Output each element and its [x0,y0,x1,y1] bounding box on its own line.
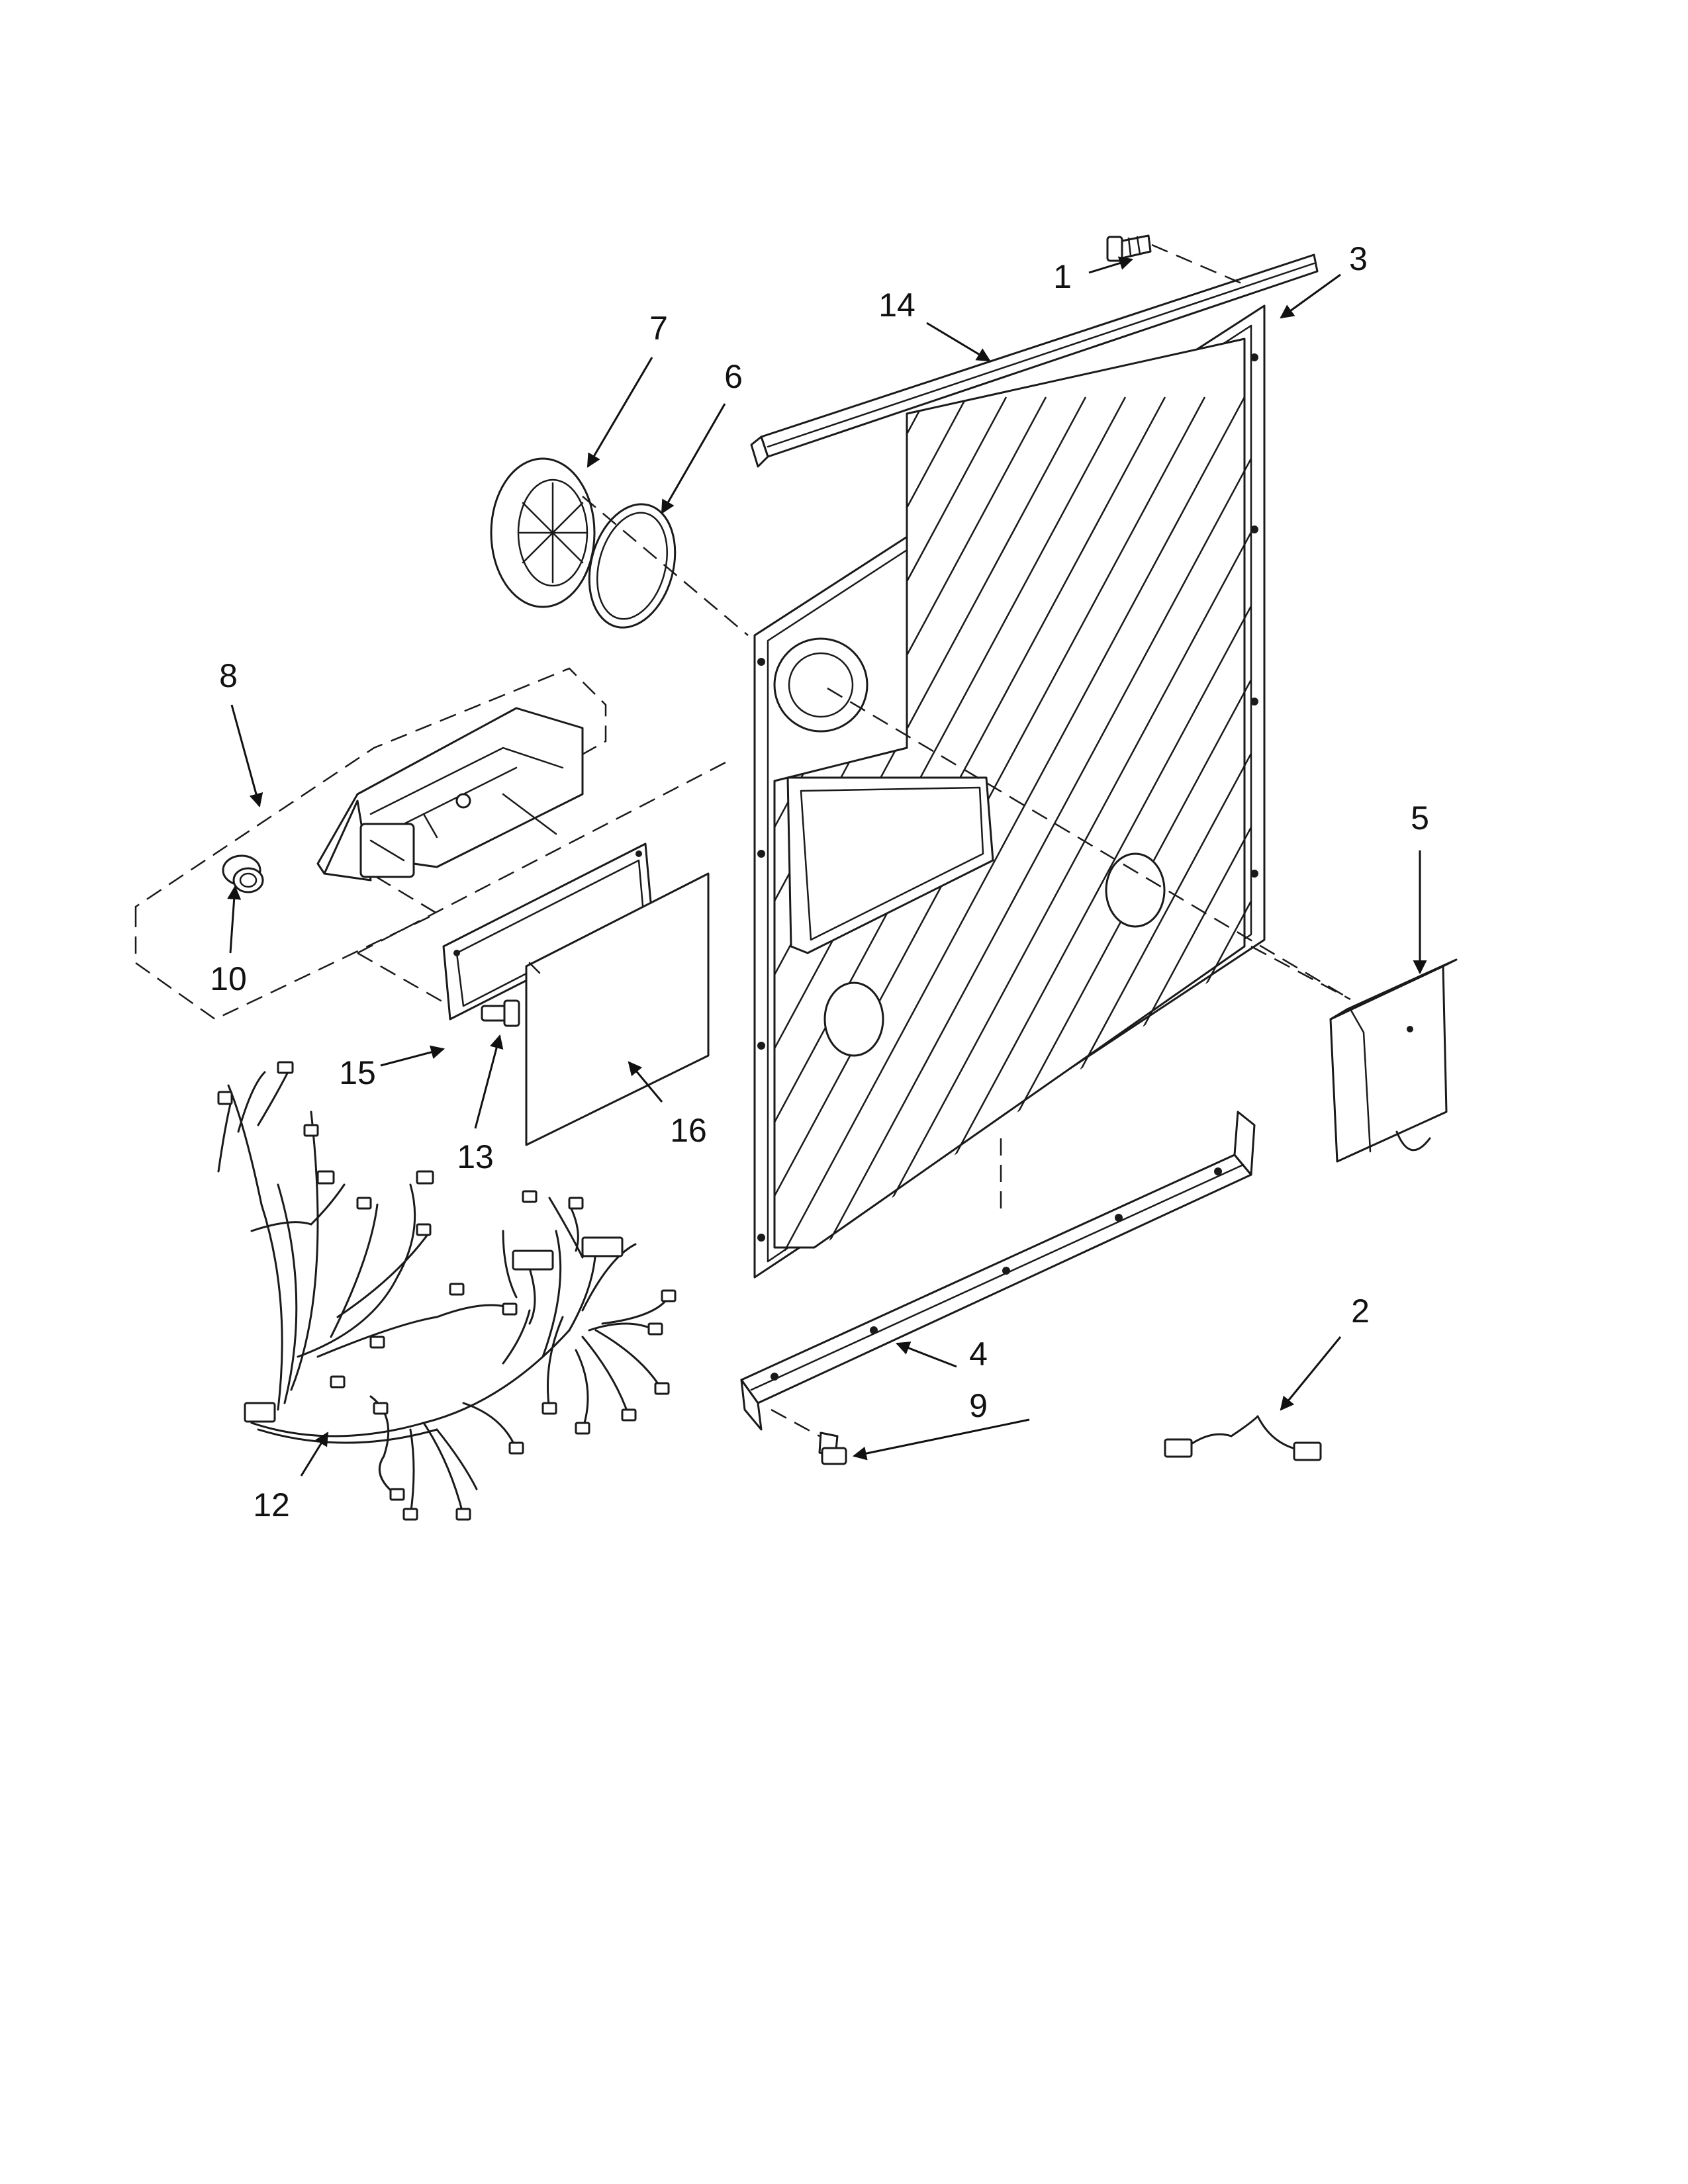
callout-7: 7 [649,310,668,347]
vent-7 [490,457,596,608]
wire-harness-12 [217,1061,677,1521]
housing-5 [1250,945,1458,1163]
callout-2: 2 [1351,1293,1370,1330]
callout-16: 16 [670,1112,707,1149]
callout-12: 12 [253,1486,290,1524]
callout-6: 6 [724,358,743,395]
gasket-ring-6 [588,503,677,629]
wire-jumper-2 [1164,1415,1322,1461]
screw-9 [771,1408,847,1465]
callout-8: 8 [219,657,238,694]
screw-13 [481,999,520,1027]
callout-9: 9 [969,1387,988,1424]
callout-14: 14 [878,287,915,324]
control-cover-16 [525,872,710,1146]
callout-4: 4 [969,1336,988,1373]
callout-13: 13 [457,1138,494,1175]
callout-1: 1 [1053,258,1072,295]
top-trim-channel [750,253,1319,468]
knob-10 [222,854,264,893]
dispenser-assembly-8 [134,667,607,1021]
callout-5: 5 [1411,799,1429,837]
callout-15: 15 [339,1054,376,1091]
door-inner-panel [753,304,1266,1279]
callout-10: 10 [210,960,247,997]
callout-numbers: 1 3 14 7 6 8 10 5 15 13 16 2 4 9 12 [210,240,1429,1524]
leader-lines [227,256,1427,1477]
bottom-channel-4 [740,1111,1256,1431]
callout-3: 3 [1349,240,1368,277]
screw-1 [1106,234,1245,286]
screw-hole [757,658,765,666]
